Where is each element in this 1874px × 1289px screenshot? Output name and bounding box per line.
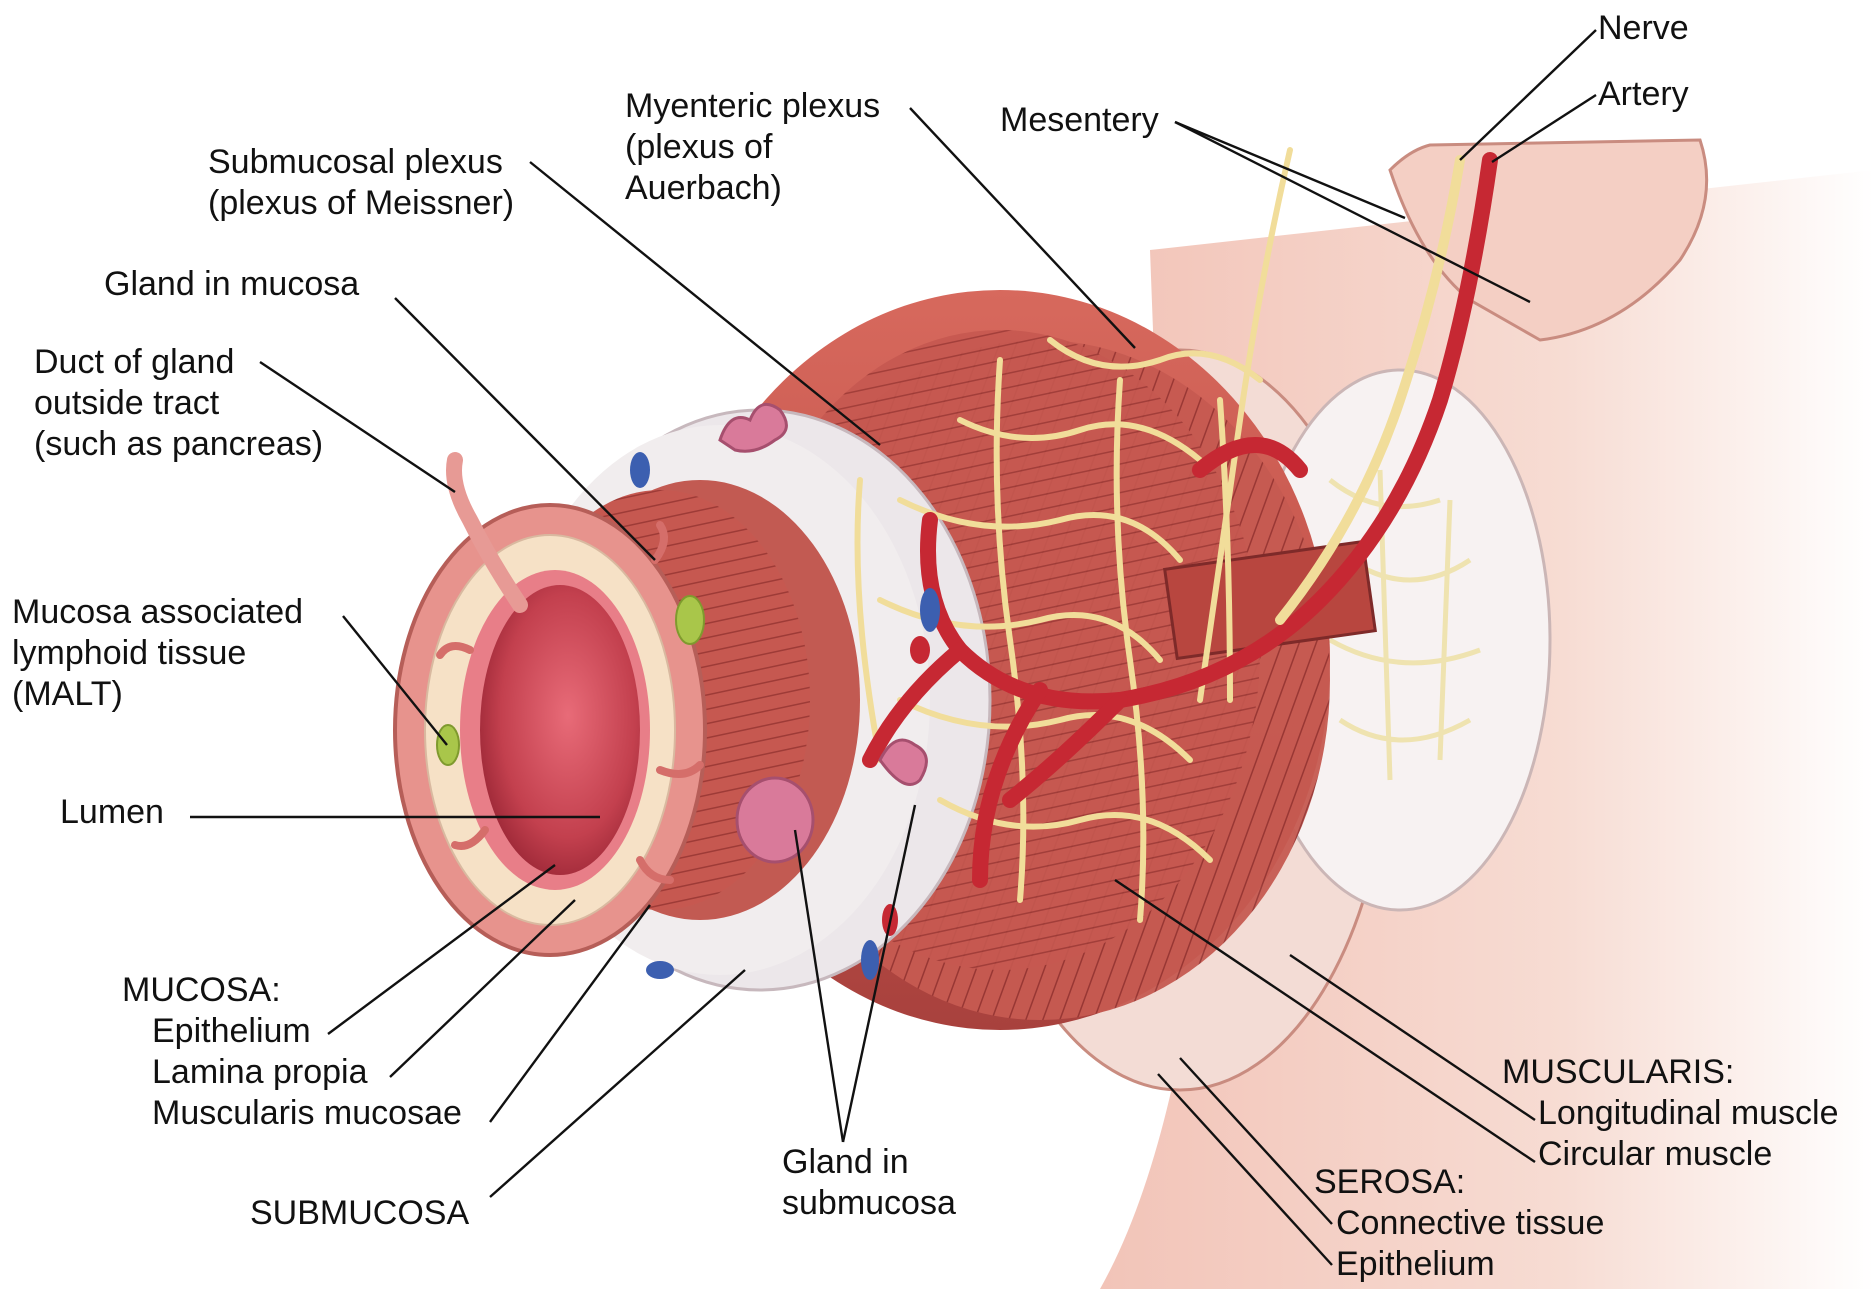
label-nerve: Nerve xyxy=(1598,8,1689,49)
label-line: MUSCULARIS: xyxy=(1502,1052,1839,1093)
label-line: Longitudinal muscle xyxy=(1502,1093,1839,1134)
label-line: Auerbach) xyxy=(625,168,880,209)
label-line: (such as pancreas) xyxy=(34,424,323,465)
label-line: SUBMUCOSA xyxy=(250,1193,469,1234)
label-gland-in-submucosa: Gland in submucosa xyxy=(782,1142,956,1224)
lumen xyxy=(480,585,640,875)
label-gland-in-mucosa: Gland in mucosa xyxy=(104,264,359,305)
label-line: Artery xyxy=(1598,74,1689,115)
label-line: Lamina propia xyxy=(122,1052,462,1093)
label-line: Myenteric plexus xyxy=(625,86,880,127)
label-line: (MALT) xyxy=(12,674,303,715)
label-line: Epithelium xyxy=(122,1011,462,1052)
label-mesentery: Mesentery xyxy=(1000,100,1159,141)
label-muscularis: MUSCULARIS: Longitudinal muscle Circular… xyxy=(1502,1052,1839,1175)
label-line: (plexus of xyxy=(625,127,880,168)
label-line: Nerve xyxy=(1598,8,1689,49)
label-line: SEROSA: xyxy=(1314,1162,1604,1203)
label-line: MUCOSA: xyxy=(122,970,462,1011)
label-line: Mucosa associated xyxy=(12,592,303,633)
label-line: Mesentery xyxy=(1000,100,1159,141)
label-line: Muscularis mucosae xyxy=(122,1093,462,1134)
label-line: outside tract xyxy=(34,383,323,424)
label-line: Submucosal plexus xyxy=(208,142,514,183)
label-myenteric-plexus: Myenteric plexus (plexus of Auerbach) xyxy=(625,86,880,209)
label-line: Lumen xyxy=(60,792,164,833)
label-line: submucosa xyxy=(782,1183,956,1224)
label-malt: Mucosa associated lymphoid tissue (MALT) xyxy=(12,592,303,715)
label-line: (plexus of Meissner) xyxy=(208,183,514,224)
label-artery: Artery xyxy=(1598,74,1689,115)
label-line: lymphoid tissue xyxy=(12,633,303,674)
label-duct-of-gland: Duct of gland outside tract (such as pan… xyxy=(34,342,323,465)
label-lumen: Lumen xyxy=(60,792,164,833)
label-submucosa: SUBMUCOSA xyxy=(250,1193,469,1234)
label-mucosa: MUCOSA: Epithelium Lamina propia Muscula… xyxy=(122,970,462,1134)
label-line: Epithelium xyxy=(1314,1244,1604,1285)
label-line: Gland in xyxy=(782,1142,956,1183)
submucosal-gland xyxy=(737,778,813,862)
label-line: Gland in mucosa xyxy=(104,264,359,305)
label-line: Duct of gland xyxy=(34,342,323,383)
label-submucosal-plexus: Submucosal plexus (plexus of Meissner) xyxy=(208,142,514,224)
label-serosa: SEROSA: Connective tissue Epithelium xyxy=(1314,1162,1604,1285)
label-line: Connective tissue xyxy=(1314,1203,1604,1244)
